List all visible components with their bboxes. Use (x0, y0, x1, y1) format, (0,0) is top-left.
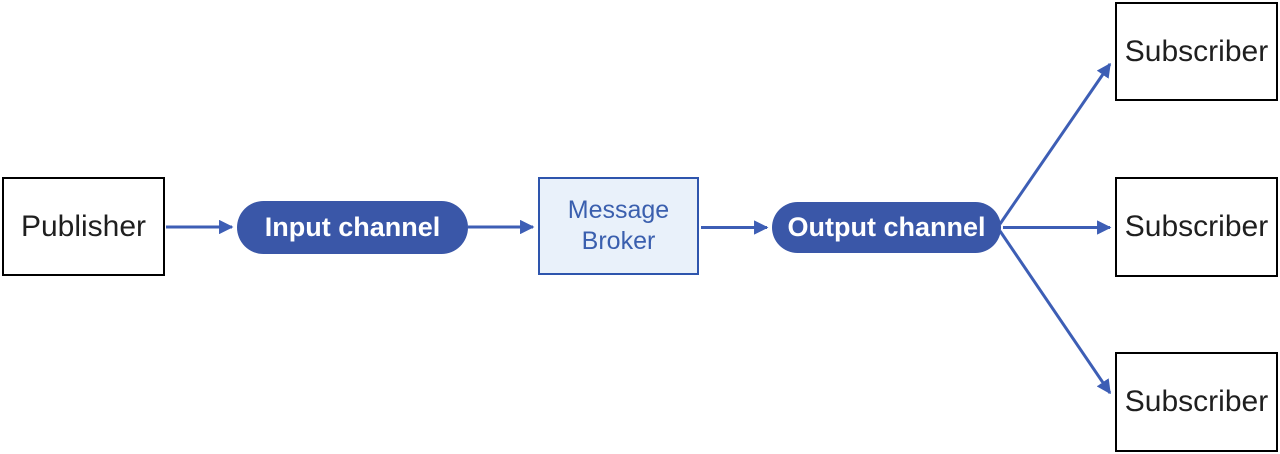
arrow-output-to-subscriber-3 (998, 230, 1112, 395)
message-broker-label: Message Broker (567, 195, 670, 255)
message-broker-node: Message Broker (538, 177, 699, 275)
input-channel-node: Input channel (237, 201, 468, 254)
publisher-label: Publisher (20, 209, 147, 243)
subscriber-label: Subscriber (1124, 34, 1269, 68)
subscriber-node-1: Subscriber (1115, 2, 1278, 101)
input-channel-label: Input channel (264, 212, 441, 242)
output-channel-node: Output channel (772, 202, 1001, 253)
output-channel-label: Output channel (787, 212, 986, 242)
subscriber-node-3: Subscriber (1115, 352, 1278, 452)
arrow-output-to-subscriber-1 (998, 62, 1112, 225)
publisher-node: Publisher (2, 177, 165, 276)
subscriber-node-2: Subscriber (1115, 177, 1278, 277)
subscriber-label: Subscriber (1124, 385, 1269, 418)
subscriber-label: Subscriber (1124, 210, 1269, 243)
